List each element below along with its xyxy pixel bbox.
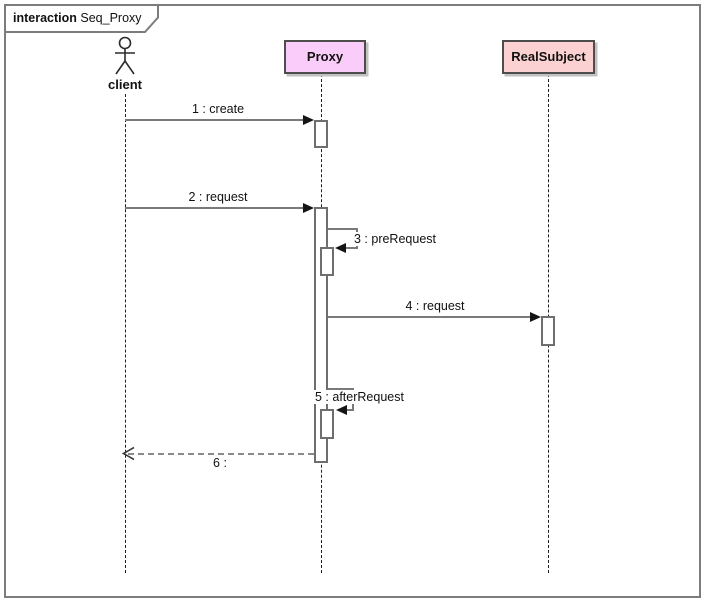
lifeline-client <box>125 94 126 573</box>
message-2-label: 2 : request <box>188 190 248 204</box>
message-1-line <box>125 119 304 121</box>
actor-icon <box>115 36 135 75</box>
lifeline-head-realsubject: RealSubject <box>502 40 595 74</box>
interaction-frame <box>4 4 701 598</box>
message-6-label: 6 : <box>213 456 227 470</box>
message-5-label: 5 : afterRequest <box>313 390 406 404</box>
activation-proxy-create <box>314 120 328 148</box>
message-3-arrowhead <box>335 243 346 253</box>
activation-proxy-afterrequest <box>320 409 334 439</box>
lifeline-head-proxy: Proxy <box>284 40 366 74</box>
message-3-label: 3 : preRequest <box>352 232 438 246</box>
message-5-line-back <box>347 409 354 411</box>
frame-title-pentagon <box>4 4 159 33</box>
message-6-open-arrowhead <box>122 446 135 461</box>
message-2-line <box>125 207 304 209</box>
frame-name: Seq_Proxy <box>80 11 142 25</box>
activation-proxy-prerequest <box>320 247 334 276</box>
lifeline-label-client: client <box>108 77 142 92</box>
message-1-arrowhead <box>303 115 314 125</box>
activation-realsubject <box>541 316 555 346</box>
message-2-arrowhead <box>303 203 314 213</box>
message-4-label: 4 : request <box>405 299 465 313</box>
frame-title: interaction Seq_Proxy <box>13 11 142 25</box>
lifeline-label-proxy: Proxy <box>306 49 344 64</box>
frame-keyword: interaction <box>13 11 77 25</box>
message-5-arrowhead <box>336 405 347 415</box>
message-3-line-out <box>328 228 358 230</box>
message-3-line-back <box>346 247 358 249</box>
message-4-arrowhead <box>530 312 541 322</box>
message-6-line <box>128 453 314 455</box>
lifeline-label-realsubject: RealSubject <box>511 49 586 64</box>
message-5-line-out <box>328 388 354 390</box>
message-1-label: 1 : create <box>191 102 245 116</box>
message-4-line <box>328 316 531 318</box>
